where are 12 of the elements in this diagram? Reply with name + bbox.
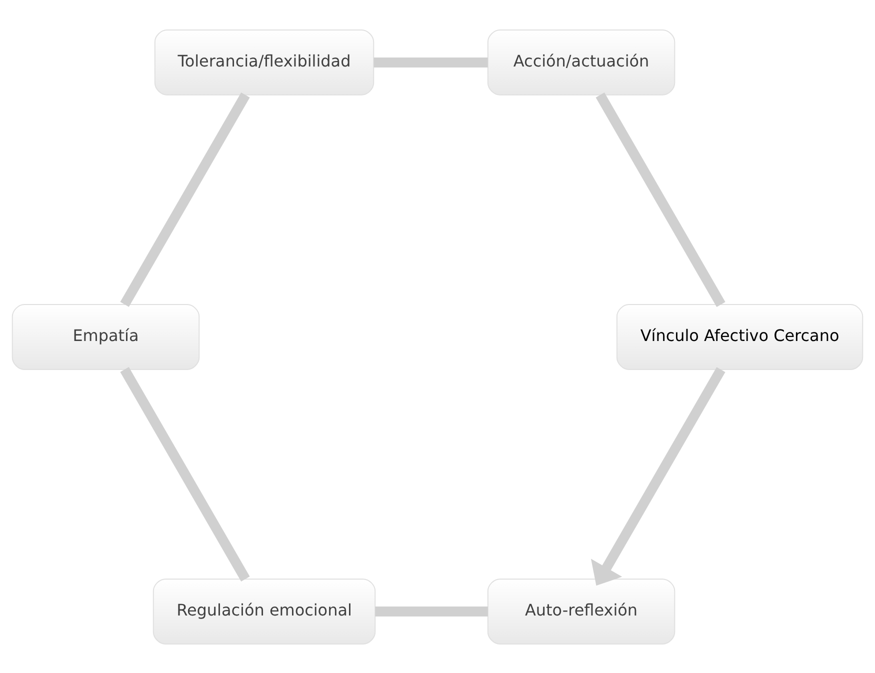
arrow bbox=[590, 366, 726, 586]
node-box: Regulación emocional bbox=[152, 578, 376, 644]
connector bbox=[120, 366, 250, 581]
node-box: Auto-reflexión bbox=[487, 578, 676, 644]
node-box: Tolerancia/flexibilidad bbox=[154, 29, 374, 95]
node-box: Empatía bbox=[12, 304, 200, 370]
connector bbox=[375, 606, 488, 616]
connector bbox=[120, 92, 250, 306]
node-box: Vínculo Afectivo Cercano bbox=[616, 304, 864, 370]
node-box: Acción/actuación bbox=[487, 29, 676, 95]
connector bbox=[374, 56, 488, 67]
connector bbox=[596, 92, 726, 306]
